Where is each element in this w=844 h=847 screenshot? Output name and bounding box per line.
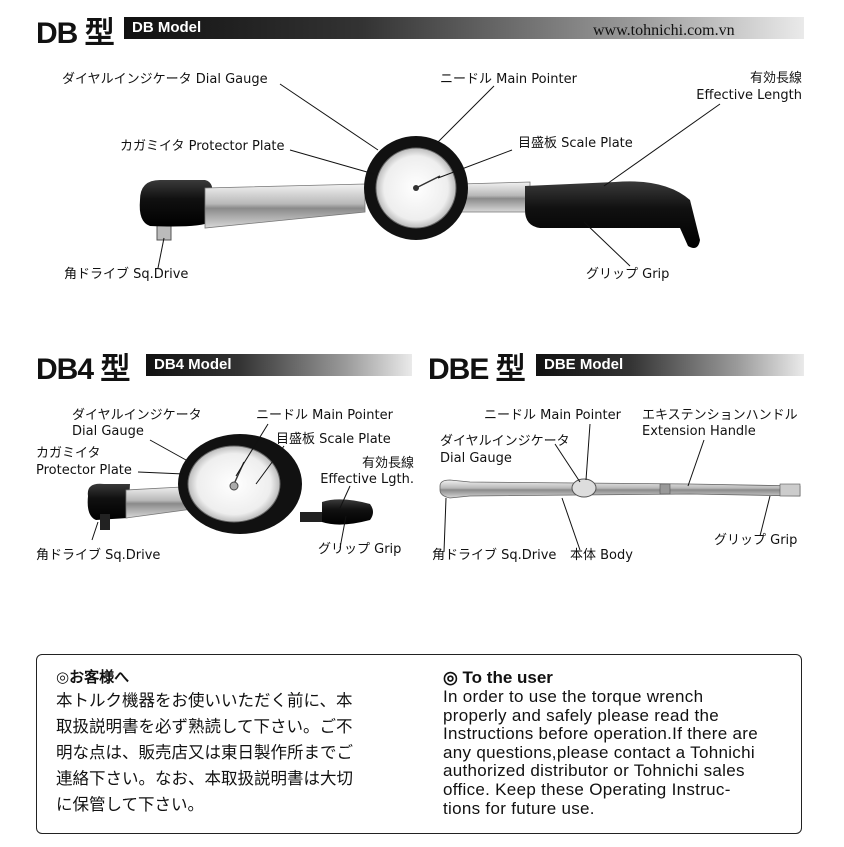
notice-en-heading: ◎ To the user (443, 668, 553, 687)
notice-jp-line: 明な点は、販売店又は東日製作所までご (56, 743, 353, 762)
dbe-model-bar: DBE Model (536, 354, 804, 376)
notice-en-line: tions for future use. (443, 798, 595, 818)
dbe-sq-drive-label: 角ドライブ Sq.Drive (432, 548, 557, 563)
dbe-extension-handle-en-label: Extension Handle (642, 424, 756, 439)
db-protector-plate-label: カガミイタ Protector Plate (120, 139, 285, 154)
notice-en-line: properly and safely please read the (443, 705, 720, 725)
db4-title: DB4 型 (36, 353, 130, 386)
db-effective-length-en-label: Effective Length (696, 88, 802, 103)
notice-en-line: Instructions before operation.If there a… (443, 724, 758, 744)
db-effective-length-jp-label: 有効長線 (749, 71, 802, 86)
dbe-dial-gauge-jp-label: ダイヤルインジケータ (440, 434, 570, 449)
notice-en-line: authorized distributor or Tohnichi sales (443, 761, 745, 781)
notice-jp-body: 本トルク機器をお使いいただく前に、本 取扱説明書を必ず熟読して下さい。ご不 明な… (56, 688, 416, 818)
db4-model-bar: DB4 Model (146, 354, 412, 376)
db4-dial-gauge-jp-label: ダイヤルインジケータ (72, 408, 202, 423)
notice-en-line: any questions,please contact a Tohnichi (443, 742, 755, 762)
db-grip-label: グリップ Grip (586, 267, 670, 282)
db-dial-gauge-label: ダイヤルインジケータ Dial Gauge (62, 72, 268, 87)
db4-leader-lines (91, 423, 351, 549)
db4-dial-gauge-en-label: Dial Gauge (72, 424, 144, 439)
db4-wrench (87, 434, 373, 534)
db4-protector-plate-en-label: Protector Plate (36, 463, 132, 478)
dbe-dial-gauge-en-label: Dial Gauge (440, 451, 512, 466)
db-title: DB 型 (36, 17, 115, 50)
notice-jp-line: 取扱説明書を必ず熟読して下さい。ご不 (56, 717, 353, 736)
notice-en-body: In order to use the torque wrench proper… (443, 687, 788, 818)
website-url[interactable]: www.tohnichi.com.vn (593, 22, 735, 39)
dbe-main-pointer-label: ニードル Main Pointer (484, 408, 621, 423)
notice-en-line: In order to use the torque wrench (443, 687, 704, 706)
db4-effective-length-en-label: Effective Lgth. (320, 472, 414, 487)
dbe-wrench (439, 478, 801, 499)
notice-en-line: office. Keep these Operating Instruc- (443, 779, 731, 799)
notice-jp-line: 連絡下さい。なお、本取扱説明書は大切 (56, 769, 353, 788)
db-leader-lines (157, 83, 721, 269)
dbe-model-label: DBE Model (544, 356, 624, 373)
dbe-extension-handle-jp-label: エキステンションハンドル (642, 408, 798, 423)
notice-jp-line: 本トルク機器をお使いいただく前に、本 (56, 691, 353, 710)
db4-effective-length-jp-label: 有効長線 (361, 456, 414, 471)
db-scale-plate-label: 目盛板 Scale Plate (518, 136, 633, 151)
db4-protector-plate-jp-label: カガミイタ (36, 446, 101, 461)
dbe-title: DBE 型 (428, 353, 526, 386)
db4-model-label: DB4 Model (154, 356, 232, 373)
db4-main-pointer-label: ニードル Main Pointer (256, 408, 393, 423)
notice-jp-heading: ◎お客様へ (56, 668, 130, 686)
notice-jp-line: に保管して下さい。 (56, 795, 205, 814)
db-sq-drive-label: 角ドライブ Sq.Drive (64, 267, 189, 282)
dbe-body-label: 本体 Body (570, 548, 633, 563)
db4-scale-plate-label: 目盛板 Scale Plate (276, 432, 391, 447)
db-main-pointer-label: ニードル Main Pointer (440, 72, 577, 87)
dbe-leader-lines (443, 423, 771, 553)
dbe-grip-label: グリップ Grip (714, 533, 798, 548)
notice-box (36, 654, 802, 834)
db4-grip-label: グリップ Grip (318, 542, 402, 557)
db-wrench (139, 136, 700, 248)
db4-sq-drive-label: 角ドライブ Sq.Drive (36, 548, 161, 563)
db-model-label: DB Model (132, 19, 202, 36)
db-model-bar: DB Model (124, 17, 804, 39)
